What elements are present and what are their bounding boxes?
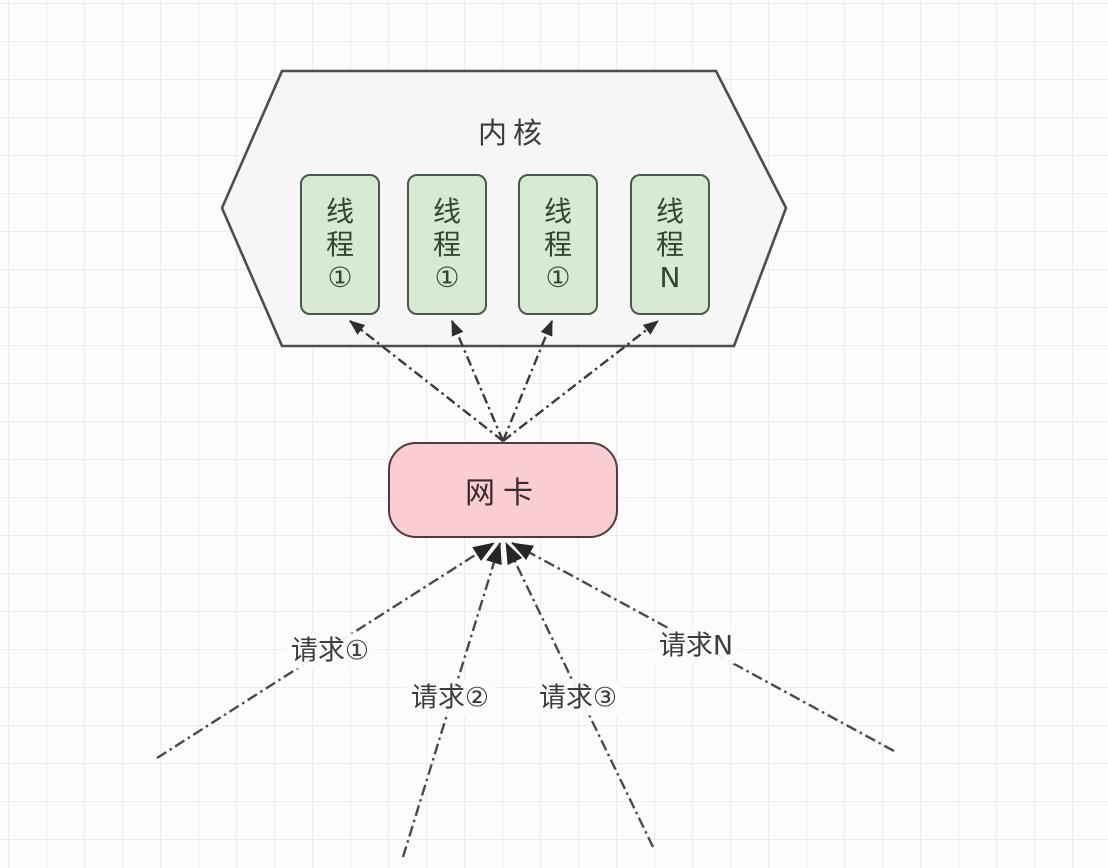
- thread-2-char-1: 线: [432, 194, 461, 228]
- nic-box: 网卡: [388, 442, 618, 538]
- arrow-nic-to-thread-3-icon: [501, 319, 554, 442]
- thread-n-char-2: 程: [655, 227, 684, 261]
- thread-1-char-2: 程: [325, 227, 354, 261]
- arrow-nic-to-thread-1-icon: [349, 320, 504, 442]
- thread-3-char-3: ①: [545, 260, 571, 294]
- request-2-label: 请求②: [405, 680, 495, 716]
- thread-box-3: 线 程 ①: [518, 174, 598, 315]
- arrow-request-3-to-nic-icon: [504, 542, 655, 848]
- request-3-label: 请求③: [533, 680, 623, 716]
- request-1-label: 请求①: [285, 633, 375, 669]
- thread-n-char-1: 线: [655, 194, 684, 228]
- arrow-nic-to-thread-4-icon: [502, 320, 659, 442]
- kernel-title: 内核: [477, 116, 548, 150]
- thread-box-2: 线 程 ①: [407, 174, 487, 315]
- thread-box-1: 线 程 ①: [300, 174, 380, 315]
- thread-2-char-3: ①: [434, 260, 460, 294]
- thread-box-n: 线 程 N: [630, 174, 710, 315]
- thread-2-char-2: 程: [432, 227, 461, 261]
- thread-3-char-1: 线: [543, 194, 572, 228]
- thread-1-char-3: ①: [327, 260, 353, 294]
- arrow-request-2-to-nic-icon: [401, 542, 502, 858]
- thread-1-char-1: 线: [325, 194, 354, 228]
- thread-3-char-2: 程: [543, 227, 572, 261]
- nic-label: 网卡: [465, 476, 541, 511]
- arrow-nic-to-thread-2-icon: [450, 319, 505, 442]
- request-n-label: 请求N: [653, 628, 739, 664]
- thread-n-char-3: N: [659, 260, 681, 294]
